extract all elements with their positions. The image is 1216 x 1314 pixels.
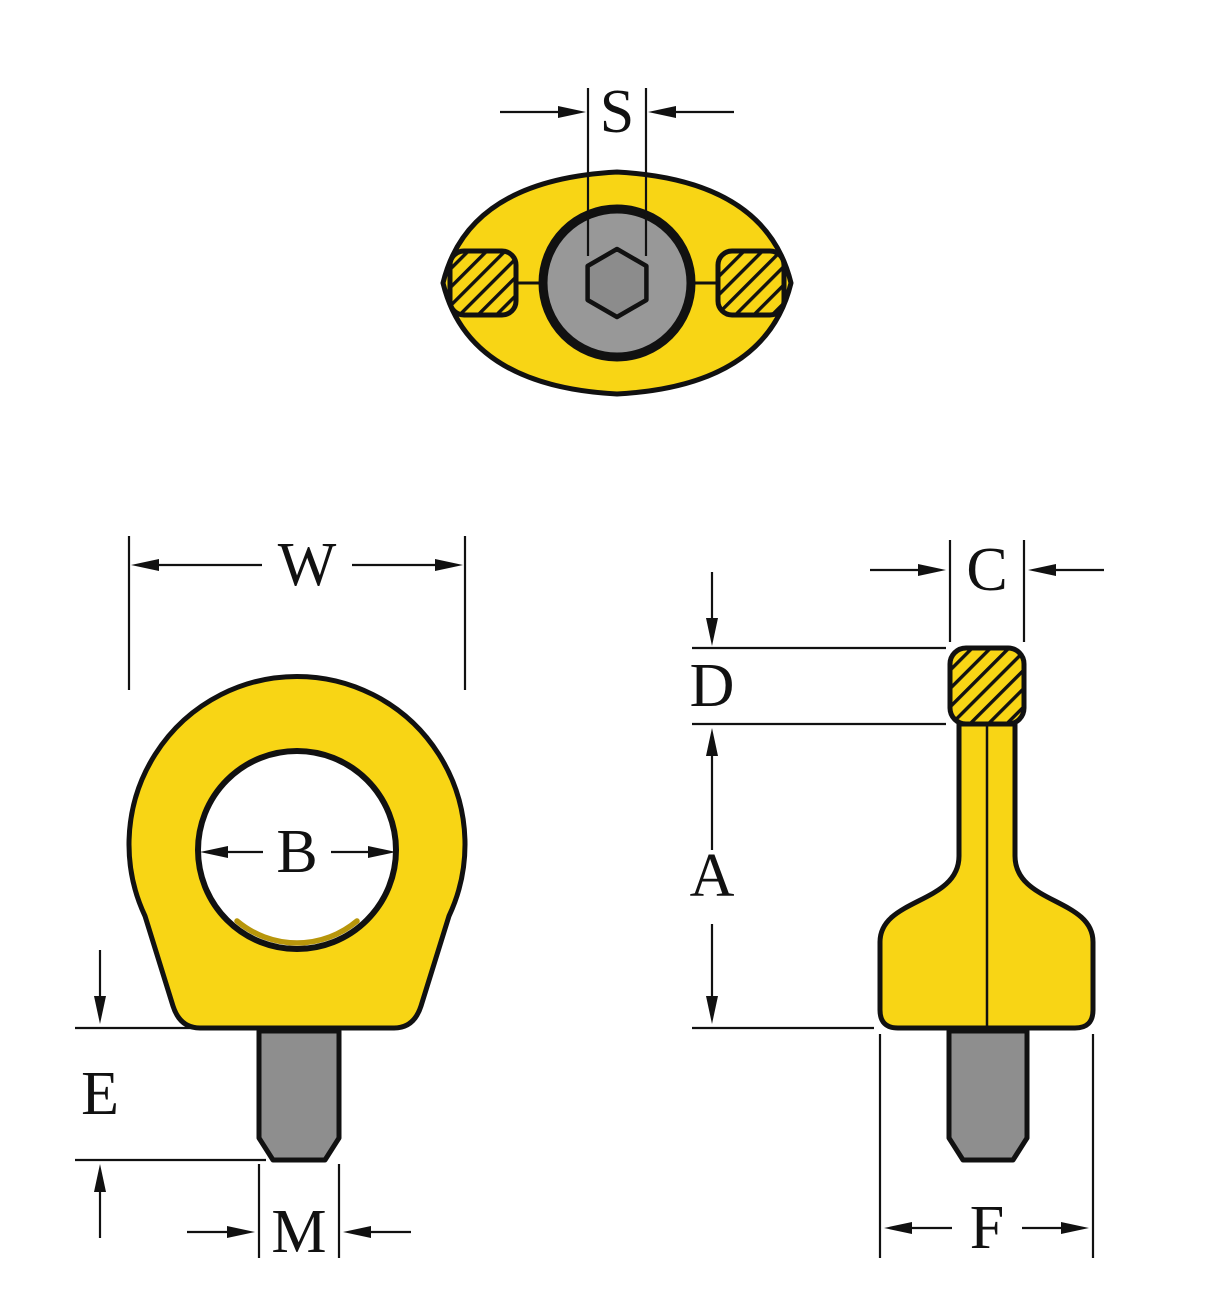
arrowhead-e-down <box>94 996 106 1024</box>
arrowhead-a-down <box>706 996 718 1024</box>
dim-label-f: F <box>970 1194 1004 1262</box>
arrowhead-d-down <box>706 618 718 646</box>
dim-label-w: W <box>278 531 337 599</box>
arrowhead-e-up <box>94 1164 106 1192</box>
arrowhead-w-left <box>131 559 159 571</box>
dim-label-d: D <box>690 652 735 720</box>
arrowhead-s-left <box>558 106 586 118</box>
arrowhead-s-right <box>648 106 676 118</box>
threaded-stud-front <box>256 1028 342 1163</box>
eye-hole <box>195 748 399 952</box>
dim-label-a: A <box>690 842 735 910</box>
dim-label-m: M <box>271 1198 326 1266</box>
dim-label-b: B <box>276 818 317 886</box>
arrowhead-w-right <box>435 559 463 571</box>
threaded-stud-side <box>946 1028 1030 1163</box>
ring-section-right <box>715 248 787 318</box>
hex-socket-icon <box>585 246 649 320</box>
arrowhead-b-right <box>368 846 396 858</box>
arrowhead-b-left <box>200 846 228 858</box>
arrowhead-f-left <box>884 1222 912 1234</box>
side-view: C D A F <box>690 536 1104 1262</box>
dim-label-s: S <box>600 78 634 146</box>
ring-section-left <box>447 248 519 318</box>
dim-label-e: E <box>81 1060 119 1128</box>
arrowhead-c-left <box>918 564 946 576</box>
dim-label-c: C <box>966 536 1007 604</box>
arrowhead-c-right <box>1028 564 1056 576</box>
arrowhead-m-right <box>343 1226 371 1238</box>
ring-section-top <box>947 645 1027 727</box>
arrowhead-m-left <box>227 1226 255 1238</box>
arrowhead-a-up <box>706 728 718 756</box>
top-view: S <box>440 78 794 397</box>
front-view: W B E M <box>75 531 468 1266</box>
arrowhead-f-right <box>1061 1222 1089 1234</box>
hole-seat-shadow <box>234 918 360 946</box>
